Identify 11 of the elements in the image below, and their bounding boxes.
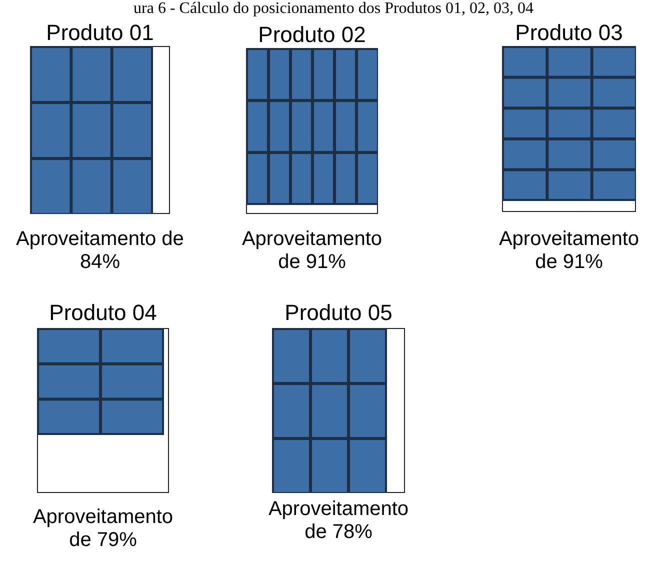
product-heading: Produto 03 xyxy=(514,20,624,46)
usage-caption: Aproveitamento de 84% xyxy=(16,228,184,274)
usage-caption: Aproveitamento de 91% xyxy=(240,228,384,274)
product-heading: Produto 01 xyxy=(45,20,155,46)
figure-title: ura 6 - Cálculo do posicionamento dos Produtos 01, 02, 03, 04 xyxy=(132,0,534,17)
usage-caption: Aproveitamento de 78% xyxy=(267,498,410,544)
usage-caption: Aproveitamento de 79% xyxy=(32,506,174,552)
usage-caption: Aproveitamento de 91% xyxy=(498,228,640,274)
product-heading: Produto 04 xyxy=(48,300,158,326)
product-heading: Produto 02 xyxy=(257,22,367,48)
product-heading: Produto 05 xyxy=(284,300,394,326)
